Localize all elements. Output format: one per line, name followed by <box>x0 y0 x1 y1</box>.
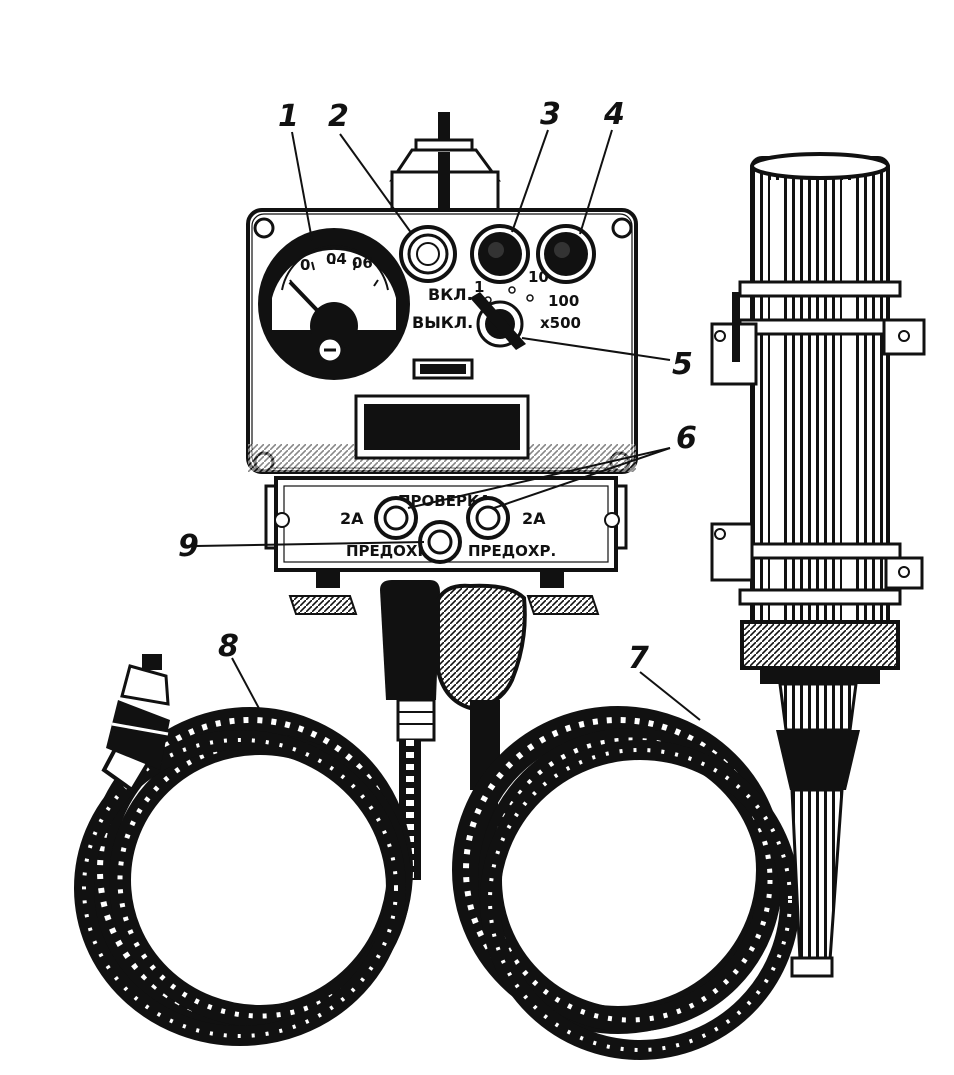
fuse-holder <box>418 520 462 564</box>
fuse-left-label: ПРЕДОХР. <box>346 542 434 560</box>
range-switch: ВКЛ. ВЫКЛ. 1 10 100 х500 <box>412 268 581 350</box>
callout-8: 8 <box>218 629 239 664</box>
nameplate <box>354 394 530 460</box>
fuse-right-label: ПРЕДОХР. <box>468 542 556 560</box>
range-10-label: 10 <box>528 268 549 286</box>
switch-off-label: ВЫКЛ. <box>412 313 473 332</box>
fuse-box: ПРОВЕРКА 2А 2А ПРЕДОХР. ПРЕДОХР. <box>264 476 628 615</box>
socket-4 <box>536 224 596 284</box>
leader-lines <box>195 129 701 721</box>
left-rating-label: 2А <box>340 509 364 528</box>
meter-tick-label: 0 <box>300 256 310 274</box>
callout-numbers: 1 2 3 4 5 6 7 8 9 <box>178 97 697 676</box>
callout-9: 9 <box>178 529 199 564</box>
callout-5: 5 <box>672 347 693 382</box>
top-mount-bolt <box>389 112 501 214</box>
cable-gland-left <box>380 580 440 742</box>
cable-coil-right <box>452 706 800 1060</box>
callout-1: 1 <box>278 99 299 134</box>
callout-7: 7 <box>628 641 649 676</box>
cable-coil-left <box>74 707 421 1046</box>
range-100-label: 100 <box>548 292 579 310</box>
dial-meter: 0 04 06 <box>258 228 410 380</box>
indicator-lamp <box>399 225 457 283</box>
range-1-label: 1 <box>474 278 484 296</box>
switch-on-label: ВКЛ. <box>428 285 473 304</box>
callout-6: 6 <box>676 421 697 456</box>
callout-3: 3 <box>540 97 561 132</box>
callout-2: 2 <box>328 99 349 134</box>
right-rating-label: 2А <box>522 509 546 528</box>
test-socket-right <box>466 496 510 540</box>
cable-plug <box>101 654 170 793</box>
meter-tick-label: 04 <box>326 250 347 268</box>
socket-3 <box>470 224 530 284</box>
meter-tick-label: 06 <box>352 254 373 272</box>
sensor-cylinder <box>710 152 926 978</box>
range-500-label: х500 <box>540 314 581 332</box>
test-socket-left <box>374 496 418 540</box>
callout-4: 4 <box>603 97 625 132</box>
